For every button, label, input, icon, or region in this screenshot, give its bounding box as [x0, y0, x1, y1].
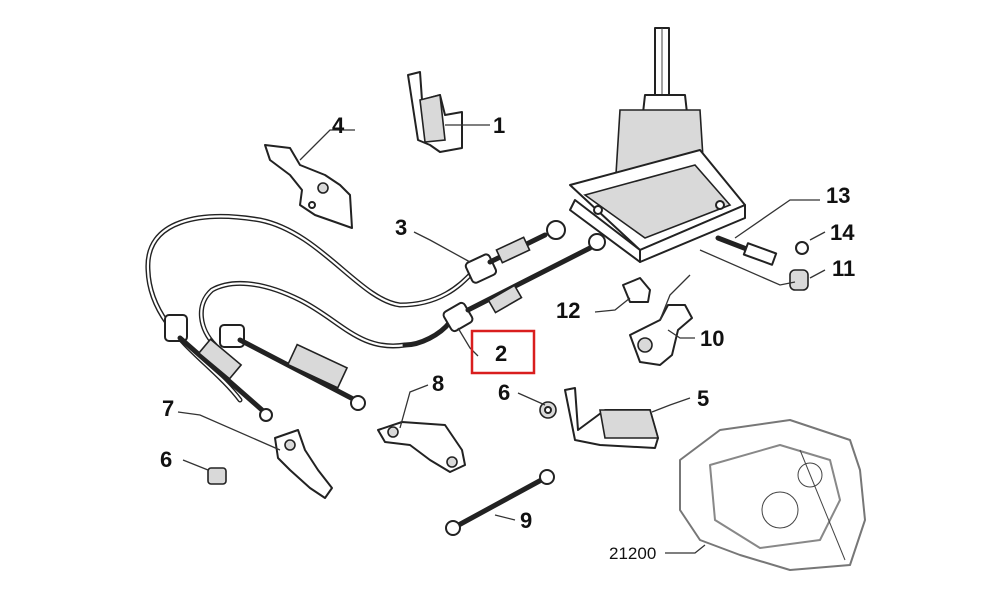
bush-part-11 — [789, 269, 809, 291]
cable-part-2 — [198, 233, 606, 349]
callout-10: 10 — [700, 326, 724, 351]
cable-part-7-end — [164, 314, 366, 422]
callout-4: 4 — [332, 113, 345, 138]
gearbox-housing — [679, 419, 866, 571]
callout-5: 5 — [697, 386, 709, 411]
rod-part-9 — [445, 469, 555, 536]
callout-7: 7 — [162, 396, 174, 421]
callout-12: 12 — [556, 298, 580, 323]
callout-8: 8 — [432, 371, 444, 396]
callout-11: 11 — [832, 256, 855, 281]
callout-6-lower: 6 — [160, 447, 172, 472]
callout-2: 2 — [495, 341, 507, 366]
reference-21200: 21200 — [609, 544, 656, 563]
nut-part-6-lower — [207, 467, 227, 485]
selector-part-10 — [629, 304, 693, 366]
callout-6-upper: 6 — [498, 380, 510, 405]
nut-part-6-upper — [539, 401, 557, 419]
washer-part-14 — [795, 241, 809, 255]
gear-shifter-assembly — [569, 27, 746, 263]
highlight-box-part-2 — [470, 329, 536, 375]
bracket-part-5 — [564, 387, 660, 449]
callout-13: 13 — [826, 183, 850, 208]
callout-3: 3 — [395, 215, 407, 240]
callout-9: 9 — [520, 508, 532, 533]
leader-lines — [177, 124, 826, 554]
bracket-part-1 — [407, 71, 463, 153]
callout-1: 1 — [493, 113, 505, 138]
pin-part-13 — [715, 235, 778, 266]
callout-14: 14 — [830, 220, 855, 245]
lever-part-7 — [274, 429, 333, 499]
plate-bracket-part-4 — [264, 144, 353, 229]
grommet-part-12 — [622, 277, 651, 303]
plate-part-8 — [377, 421, 466, 473]
